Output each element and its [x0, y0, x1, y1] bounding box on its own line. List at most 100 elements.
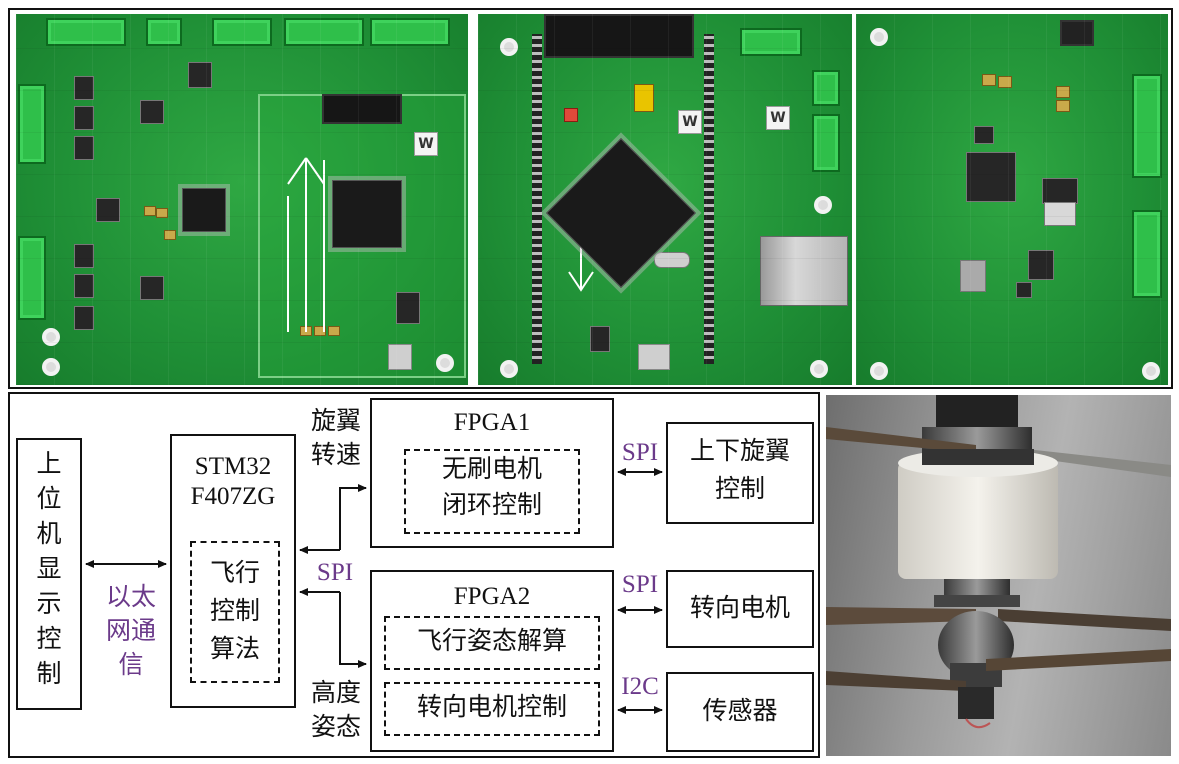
flight-control-algorithm-box	[190, 541, 280, 683]
capacitor	[1056, 100, 1070, 112]
pin-header	[1060, 20, 1094, 46]
host-computer-label: 上位机显示控制	[36, 449, 62, 688]
capacitor	[982, 74, 996, 86]
mosfet	[74, 136, 94, 160]
terminal-block	[46, 18, 126, 46]
capacitor	[314, 326, 326, 336]
power-inductor	[960, 260, 986, 292]
steering-motor-control-box	[384, 682, 600, 736]
fpga-chip	[332, 180, 402, 248]
fpga1-box	[370, 398, 614, 548]
terminal-block	[18, 84, 46, 164]
ic	[96, 198, 120, 222]
capacitor	[156, 208, 168, 218]
bldc-closed-loop-line1: 无刷电机	[441, 454, 542, 483]
stm32-title-line2: F407ZG	[190, 483, 276, 510]
crystal	[654, 252, 690, 268]
stm32-title-line1: STM32	[194, 453, 272, 480]
ethernet-jack	[760, 236, 848, 306]
mosfet	[74, 244, 94, 268]
capacitor	[328, 326, 340, 336]
capacitor	[144, 206, 156, 216]
terminal-block	[812, 70, 840, 106]
power-inductor	[1028, 250, 1054, 280]
steering-motor-label: 转向电机	[689, 593, 790, 622]
rotor-illustration	[826, 395, 1171, 729]
mosfet	[74, 106, 94, 130]
terminal-block	[146, 18, 182, 46]
ic	[974, 126, 994, 144]
usb-connector	[388, 344, 412, 370]
mount-hole	[500, 360, 518, 378]
ic	[140, 276, 164, 300]
capacitor	[164, 230, 176, 240]
terminal-block	[812, 114, 840, 172]
steering-motor-control-label: 转向电机控制	[416, 692, 567, 721]
bldc-closed-loop-line2: 闭环控制	[441, 490, 542, 519]
mcu-chip	[182, 188, 226, 232]
usb-connector	[638, 344, 670, 370]
ethernet-link-label: 以太网通信	[105, 582, 156, 679]
mount-hole	[870, 28, 888, 46]
terminal-block	[1132, 210, 1162, 298]
voltage-regulator	[1042, 178, 1078, 204]
pcb-photo-strip: W W W	[8, 8, 1173, 389]
mount-hole	[500, 38, 518, 56]
spi-bus-label: SPI	[316, 559, 354, 586]
fpga2-title: FPGA2	[453, 583, 531, 610]
board-logo: W	[414, 132, 438, 156]
rotor-control-line1: 上下旋翼	[689, 436, 790, 465]
board-logo: W	[678, 110, 702, 134]
host-computer-box	[16, 438, 82, 710]
rotor-control-box	[666, 422, 814, 524]
attitude-solver-box	[384, 616, 600, 670]
pcb-photo-stm32-board: W W	[478, 14, 852, 385]
mount-hole	[42, 328, 60, 346]
terminal-block	[370, 18, 450, 46]
mount-hole	[814, 196, 832, 214]
sensor-box	[666, 672, 814, 752]
terminal-block	[1132, 74, 1162, 178]
pin-header	[532, 34, 542, 364]
terminal-block	[740, 28, 802, 56]
pin-header	[704, 34, 714, 364]
ic	[140, 100, 164, 124]
stm32-mcu-chip	[546, 138, 696, 288]
fpga1-title: FPGA1	[453, 409, 531, 436]
capacitor	[998, 76, 1012, 88]
bldc-closed-loop-box	[404, 449, 580, 534]
terminal-block	[212, 18, 272, 46]
mosfet	[74, 274, 94, 298]
mount-hole	[42, 358, 60, 376]
attitude-solver-label: 飞行姿态解算	[416, 626, 567, 655]
mount-hole	[870, 362, 888, 380]
altitude-attitude-label: 高度姿态	[310, 678, 361, 741]
stm32-fpga-arrows	[299, 484, 367, 668]
capacitor	[1056, 86, 1070, 98]
capacitor	[300, 326, 312, 336]
flight-control-algorithm-label: 飞行控制算法	[209, 558, 260, 663]
heatsink-tab	[1044, 202, 1076, 226]
system-block-diagram: 上位机显示控制 以太网通信 STM32 F407ZG 飞行控制算法 旋翼转速 高…	[8, 392, 820, 758]
power-inductor	[966, 152, 1016, 202]
diagram-connectors	[85, 468, 663, 714]
spi-label-fpga2: SPI	[621, 571, 659, 598]
ic	[1016, 282, 1032, 298]
spi-label-fpga1: SPI	[621, 439, 659, 466]
i2c-label: I2C	[621, 673, 659, 700]
ic	[590, 326, 610, 352]
board-logo: W	[766, 106, 790, 130]
pcb-photo-power-board	[856, 14, 1168, 385]
ic	[396, 292, 420, 324]
mount-hole	[436, 354, 454, 372]
jumper	[634, 84, 654, 112]
sensor-label: 传感器	[702, 696, 778, 725]
rotor-control-line2: 控制	[714, 474, 765, 503]
jtag-header	[322, 94, 402, 124]
pcb-photo-control-board: W	[16, 14, 468, 385]
ic	[188, 62, 212, 88]
steering-motor-box	[666, 570, 814, 648]
terminal-block	[284, 18, 364, 46]
fpga2-box	[370, 570, 614, 752]
rotor-speed-label: 旋翼转速	[310, 406, 361, 469]
